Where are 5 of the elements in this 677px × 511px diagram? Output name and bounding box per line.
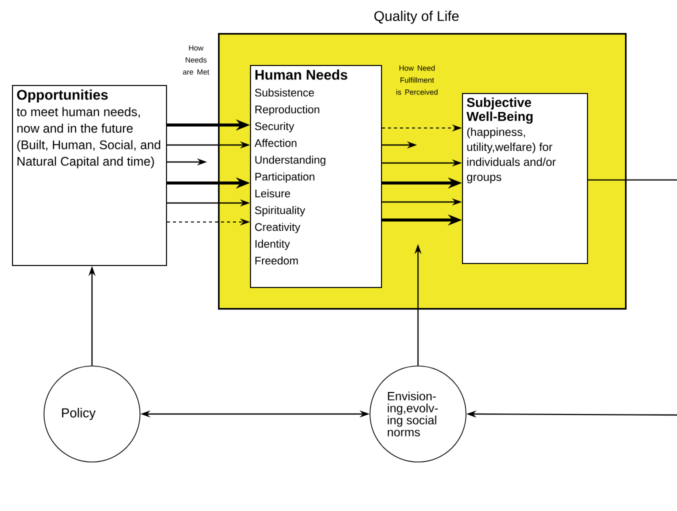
well-being-box: Subjective Well-Being (happiness, utility,welfare) for individuals and/or groups [462,93,588,264]
opportunities-box: Opportunities to meet human needs, now and in the future (Built, Human, Social, and Natural Capital and time) [12,85,167,266]
needs-list-box: Human Needs Subsistence Reproduction Security Affection Understanding Participation Leisure Spirituality Creativity Identity Freedom [250,65,382,288]
panel-heading: Quality of Life [374,10,459,24]
connector-line [588,179,677,181]
